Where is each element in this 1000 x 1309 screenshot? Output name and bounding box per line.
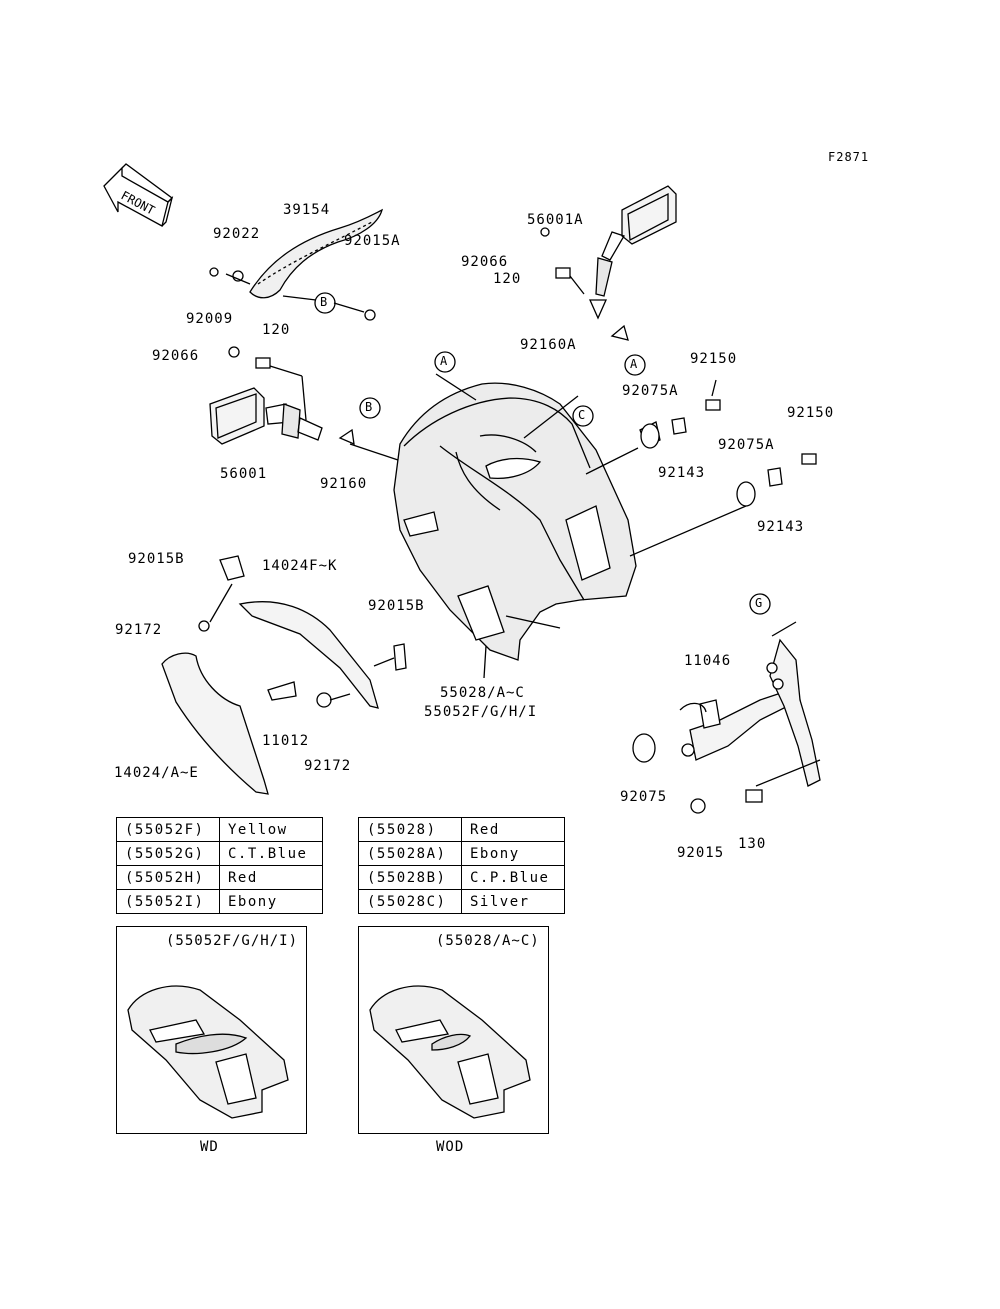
table-cell-color: C.P.Blue — [461, 865, 565, 890]
callout-B-2: B — [365, 400, 374, 414]
variant-label-wd: WD — [200, 1139, 219, 1155]
callout-A-2: A — [630, 357, 639, 371]
table-cell-code: (55028) — [358, 817, 462, 842]
part-label-120-left: 120 — [262, 322, 291, 338]
variant-drawing-wd — [127, 985, 289, 1119]
part-label-92075a-1: 92075A — [622, 383, 679, 399]
part-label-55028: 55028/A~C — [440, 685, 525, 701]
part-label-14024f-k: 14024F~K — [262, 558, 338, 574]
part-label-92015b-2: 92015B — [368, 598, 425, 614]
part-label-92150-2: 92150 — [787, 405, 835, 421]
part-label-11046: 11046 — [684, 653, 732, 669]
table-cell-color: Red — [461, 817, 565, 842]
color-table-55028: (55028) Red (55028A) Ebony (55028B) C.P.… — [358, 817, 565, 914]
table-row: (55028C) Silver — [358, 889, 565, 914]
part-label-92066-left: 92066 — [152, 348, 200, 364]
mirror-right — [588, 185, 677, 320]
table-cell-code: (55028B) — [358, 865, 462, 890]
part-label-92022: 92022 — [213, 226, 261, 242]
inner-panel-lower — [161, 652, 269, 795]
windscreen — [249, 208, 384, 299]
variant-box-wd — [116, 926, 307, 1134]
part-label-92172-2: 92172 — [304, 758, 352, 774]
callout-A-1: A — [440, 354, 449, 368]
part-label-39154: 39154 — [283, 202, 331, 218]
table-cell-color: C.T.Blue — [219, 841, 323, 866]
variant-caption-wod: (55028/A~C) — [436, 933, 540, 949]
inner-panel-upper — [219, 555, 407, 709]
table-cell-code: (55052I) — [116, 889, 220, 914]
cowl-stay — [679, 621, 821, 787]
part-label-14024-a-e: 14024/A~E — [114, 765, 199, 781]
table-cell-color: Red — [219, 865, 323, 890]
variant-box-wod — [358, 926, 549, 1134]
part-label-56001a: 56001A — [527, 212, 584, 228]
part-label-92009: 92009 — [186, 311, 234, 327]
part-label-92143-2: 92143 — [757, 519, 805, 535]
table-row: (55052I) Ebony — [116, 889, 323, 914]
table-row: (55052H) Red — [116, 865, 323, 890]
part-label-92075: 92075 — [620, 789, 668, 805]
table-cell-color: Ebony — [219, 889, 323, 914]
table-cell-code: (55052G) — [116, 841, 220, 866]
part-label-92015a: 92015A — [344, 233, 401, 249]
variant-label-wod: WOD — [436, 1139, 465, 1155]
table-row: (55052F) Yellow — [116, 817, 323, 842]
part-label-55052: 55052F/G/H/I — [424, 704, 538, 720]
table-cell-color: Ebony — [461, 841, 565, 866]
mirror-left — [209, 387, 323, 445]
table-row: (55052G) C.T.Blue — [116, 841, 323, 866]
front-arrow-icon — [103, 163, 174, 227]
part-label-120-right: 120 — [493, 271, 522, 287]
part-label-130: 130 — [738, 836, 767, 852]
part-label-92150-1: 92150 — [690, 351, 738, 367]
table-row: (55028B) C.P.Blue — [358, 865, 565, 890]
upper-cowl — [393, 382, 637, 661]
part-label-92160a: 92160A — [520, 337, 577, 353]
table-cell-color: Silver — [461, 889, 565, 914]
part-label-56001: 56001 — [220, 466, 268, 482]
part-label-92015: 92015 — [677, 845, 725, 861]
table-row: (55028A) Ebony — [358, 841, 565, 866]
part-label-92015b-1: 92015B — [128, 551, 185, 567]
table-cell-color: Yellow — [219, 817, 323, 842]
part-label-92172-1: 92172 — [115, 622, 163, 638]
callout-G: G — [755, 596, 764, 610]
variant-caption-wd: (55052F/G/H/I) — [166, 933, 299, 949]
table-cell-code: (55028A) — [358, 841, 462, 866]
table-row: (55028) Red — [358, 817, 565, 842]
figure-code: F2871 — [828, 150, 870, 164]
table-cell-code: (55028C) — [358, 889, 462, 914]
table-cell-code: (55052H) — [116, 865, 220, 890]
part-label-11012: 11012 — [262, 733, 310, 749]
part-label-92066-right: 92066 — [461, 254, 509, 270]
part-label-92143-1: 92143 — [658, 465, 706, 481]
part-label-92075a-2: 92075A — [718, 437, 775, 453]
color-table-55052: (55052F) Yellow (55052G) C.T.Blue (55052… — [116, 817, 323, 914]
callout-B-1: B — [320, 295, 329, 309]
callout-C: C — [578, 408, 587, 422]
part-label-92160: 92160 — [320, 476, 368, 492]
variant-drawing-wod — [369, 985, 531, 1119]
table-cell-code: (55052F) — [116, 817, 220, 842]
